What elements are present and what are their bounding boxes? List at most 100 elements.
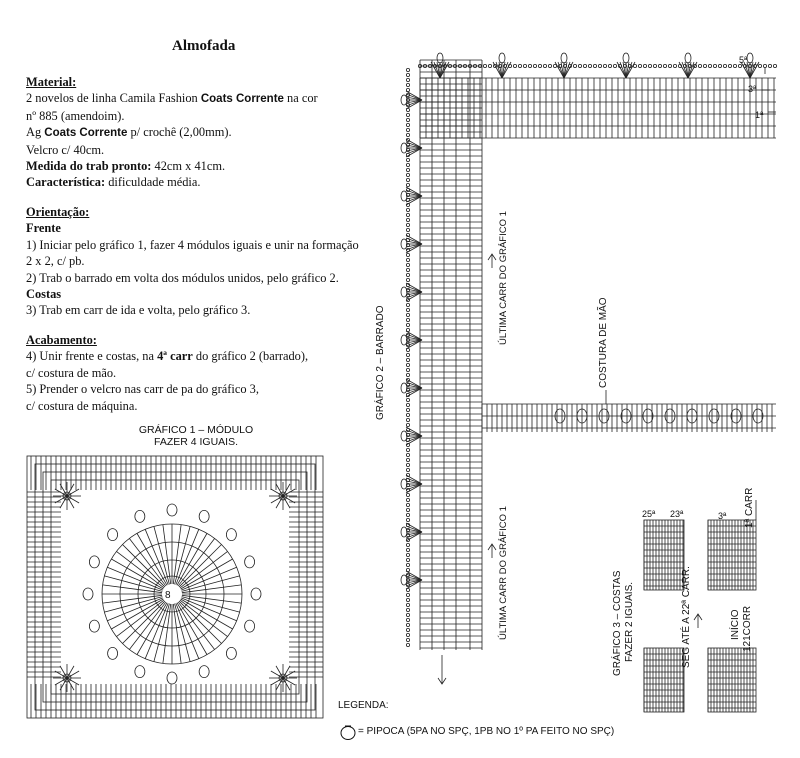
step-5b: c/ costura de máquina.	[26, 398, 138, 413]
radial-stitch	[116, 599, 165, 637]
edge-chain-dot	[598, 64, 603, 69]
edge-chain-dot	[405, 297, 410, 302]
shell-stitch	[405, 483, 423, 488]
material-line-3: Ag Coats Corrente p/ crochê (2,00mm).	[26, 125, 232, 140]
radial-stitch	[172, 603, 182, 664]
seam-popcorn	[598, 408, 610, 424]
material-line-2: nº 885 (amendoim).	[26, 108, 125, 123]
shell-stitch	[405, 147, 423, 152]
shell-stitch	[749, 61, 757, 79]
shell-popcorn	[400, 430, 408, 442]
shell-stitch	[405, 93, 423, 101]
edge-chain-dot	[405, 613, 410, 618]
page-title: Almofada	[172, 38, 236, 54]
module-popcorn	[198, 665, 210, 679]
shell-stitch	[619, 61, 627, 79]
edge-chain-dot	[405, 457, 410, 462]
direction-arrow	[487, 543, 497, 558]
shell-stitch	[439, 61, 447, 79]
edge-chain-dot	[405, 563, 410, 568]
radial-stitch	[102, 584, 163, 594]
corner-center	[278, 673, 288, 683]
radial-stitch	[174, 526, 191, 585]
corner-fan	[282, 495, 291, 509]
radial-stitch	[122, 600, 166, 644]
seam-popcorn	[554, 408, 566, 424]
shell-popcorn	[436, 52, 444, 64]
edge-chain-dot	[528, 64, 533, 69]
radial-stitch	[177, 538, 215, 587]
shell-stitch	[405, 483, 423, 494]
shell-stitch	[563, 61, 568, 79]
radial-stitch	[153, 526, 170, 585]
shell-stitch	[405, 147, 423, 155]
shell-stitch	[557, 61, 565, 79]
corner-fan	[275, 677, 284, 691]
edge-chain-dot	[405, 212, 410, 217]
edge-chain-dot	[405, 162, 410, 167]
shell-stitch	[563, 61, 571, 79]
shell-stitch	[746, 61, 751, 79]
shell-popcorn	[400, 382, 408, 394]
step-1a: 1) Iniciar pelo gráfico 1, fazer 4 módul…	[26, 237, 359, 252]
shell-stitch	[405, 195, 423, 206]
shell-stitch	[405, 477, 423, 485]
edge-chain-dot	[492, 64, 497, 69]
shell-popcorn	[498, 52, 506, 64]
edge-chain-dot	[405, 507, 410, 512]
step-2: 2) Trab o barrado em volta dos módulos u…	[26, 270, 339, 285]
graph3-repeat-label: SEG ATÉ A 22ª CARR.	[681, 566, 692, 668]
shell-stitch	[405, 282, 423, 293]
module-popcorn	[198, 509, 210, 523]
shell-stitch	[405, 531, 423, 536]
edge-chain-dot	[693, 64, 698, 69]
edge-chain-dot	[405, 407, 410, 412]
edge-chain-dot	[405, 638, 410, 643]
shell-stitch	[405, 138, 423, 149]
material-line-4: Velcro c/ 40cm.	[26, 142, 105, 157]
shell-stitch	[405, 141, 423, 149]
shell-popcorn	[400, 574, 408, 586]
corner-fan	[66, 488, 80, 497]
direction-arrow	[487, 253, 497, 268]
corner-fan	[275, 665, 284, 679]
seam-popcorn	[730, 408, 742, 424]
shell-stitch	[560, 61, 565, 79]
shell-stitch	[498, 61, 503, 79]
shell-stitch	[405, 195, 423, 203]
module-popcorn	[88, 555, 100, 569]
corner-fan	[59, 483, 68, 497]
shell-stitch	[405, 99, 423, 107]
graph3-first-row: 1ª CARR	[744, 487, 755, 528]
shell-popcorn	[622, 52, 630, 64]
radial-stitch	[162, 524, 172, 585]
shell-stitch	[563, 61, 574, 79]
edge-chain-dot	[405, 618, 410, 623]
edge-chain-dot	[593, 64, 598, 69]
edge-chain-dot	[405, 123, 410, 128]
radial-stitch	[104, 596, 163, 613]
edge-chain-dot	[588, 64, 593, 69]
corner-fan	[66, 495, 75, 509]
shell-stitch	[405, 330, 423, 341]
graph2-row1: 1ª	[755, 110, 764, 120]
module-popcorn	[107, 528, 119, 542]
shell-stitch	[405, 387, 423, 398]
edge-chain-dot	[405, 108, 410, 113]
corner-fan	[59, 677, 68, 691]
edge-chain-dot	[452, 64, 457, 69]
back-heading: Costas	[26, 287, 62, 302]
shell-stitch	[625, 61, 633, 79]
graph3-start-label2: 121CORR	[742, 605, 753, 652]
corner-fan	[54, 670, 68, 679]
shell-stitch	[405, 579, 423, 584]
shell-stitch	[554, 61, 565, 79]
edge-chain-dot	[405, 467, 410, 472]
edge-chain-dot	[405, 267, 410, 272]
edge-chain-dot	[482, 64, 487, 69]
shell-stitch	[687, 61, 692, 79]
shell-popcorn	[400, 142, 408, 154]
edge-chain-dot	[405, 603, 410, 608]
graph3-start-label1: INÍCIO	[730, 609, 741, 640]
edge-chain-dot	[518, 64, 523, 69]
